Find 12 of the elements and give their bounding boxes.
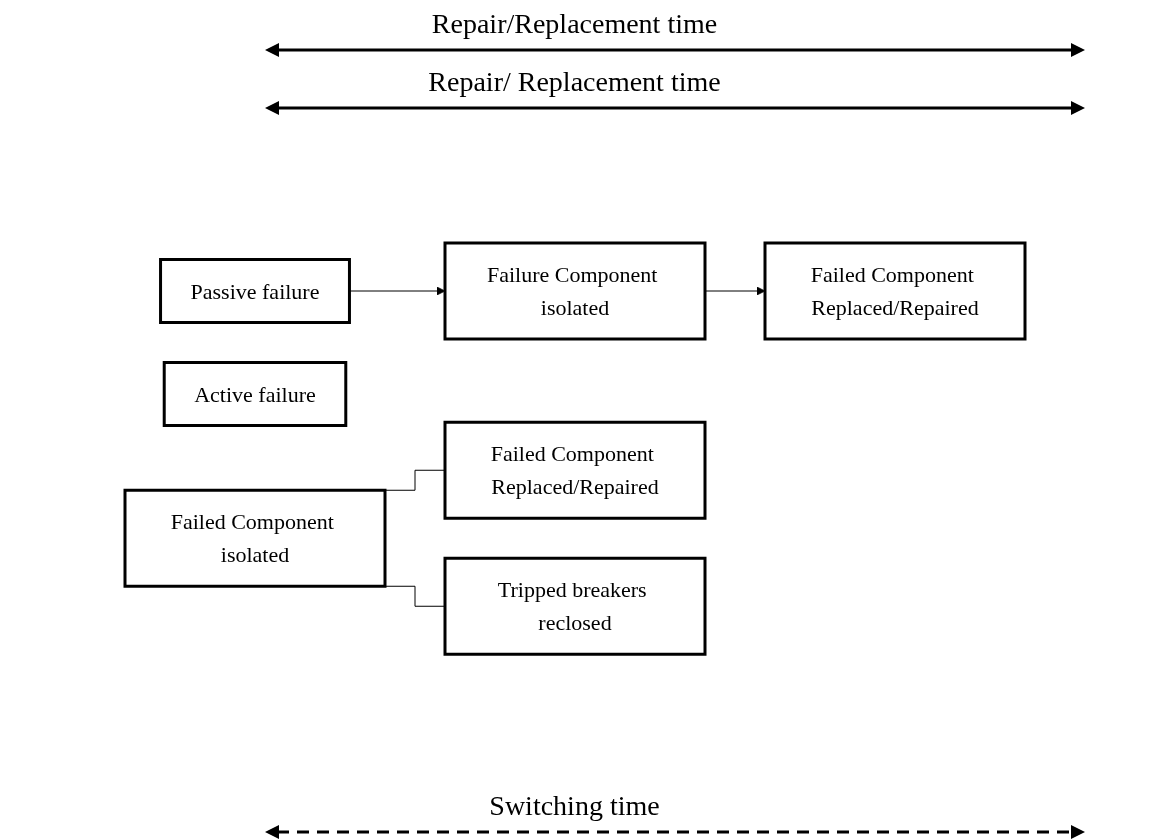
node-box: Failed Component isolated [123, 489, 386, 589]
time-span-label: Repair/ Replacement time [428, 66, 721, 98]
time-span-label: Switching time [489, 790, 660, 822]
node-box: Failed Component Replaced/Repaired [443, 421, 706, 521]
time-span-label: Repair/Replacement time [431, 8, 718, 40]
node-box: Tripped breakers reclosed [443, 557, 706, 657]
node-box: Active failure [162, 361, 347, 428]
arrow [348, 287, 445, 296]
node-box: Failure Component isolated [443, 241, 706, 341]
node-box: Failed Component Replaced/Repaired [763, 241, 1026, 341]
node-box: Passive failure [158, 258, 351, 325]
arrow [704, 287, 765, 296]
